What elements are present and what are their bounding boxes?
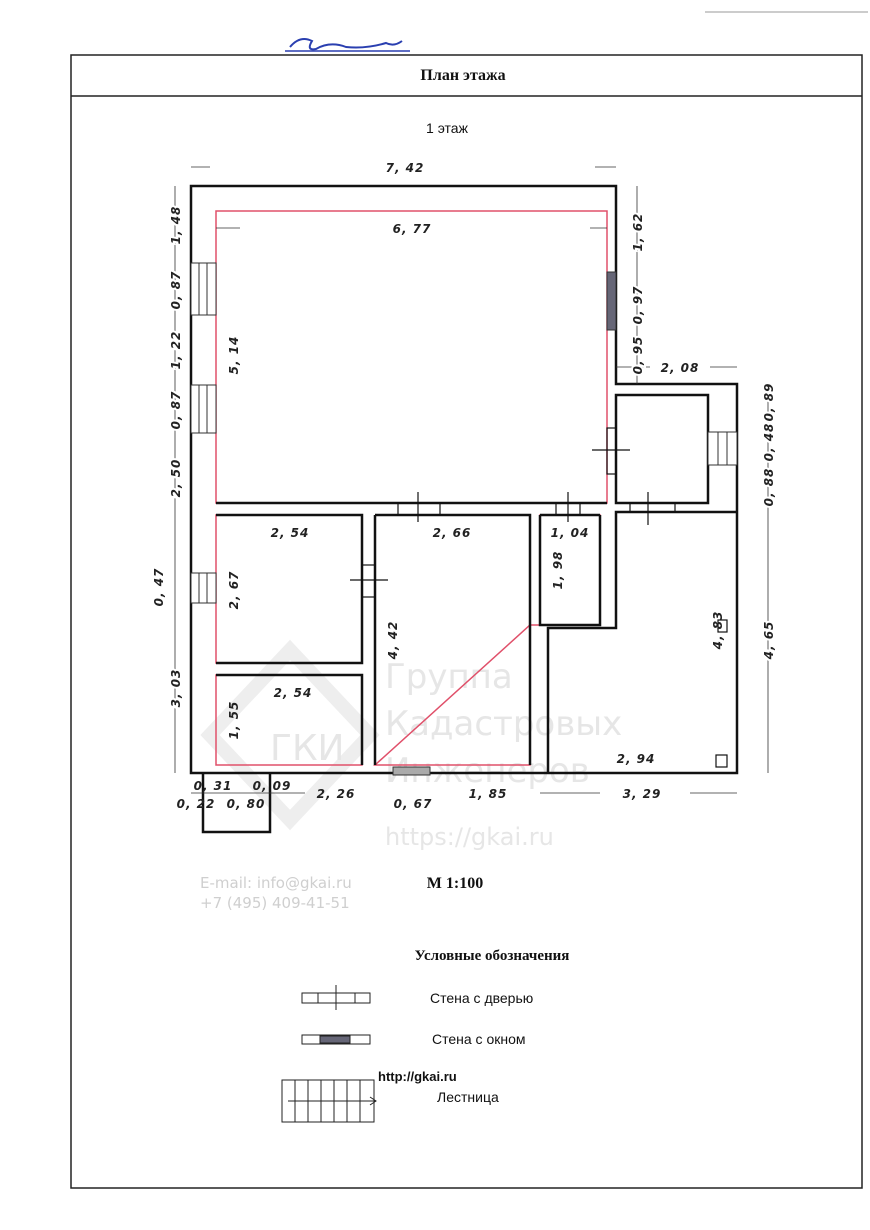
dim-label: 3, 03 [169,669,183,708]
legend-item-window: Стена с окном [432,1031,526,1047]
dimension-labels: 7, 42 6, 77 5, 14 1, 48 0, 87 1, 22 0, 8… [152,161,778,811]
door-icon [350,564,388,598]
dim-label: 0, 87 [169,271,183,310]
dim-label: 0, 48 [762,423,776,462]
legend-item-stairs: Лестница [437,1089,499,1105]
dim-label: 2, 26 [317,787,356,801]
page-frame [70,54,863,1189]
watermark-phone: +7 (495) 409-41-51 [200,894,350,912]
dim-label: 0, 47 [152,568,166,607]
dim-label: 2, 67 [227,571,241,610]
dim-label: 2, 54 [271,526,310,540]
page-title: План этажа [420,67,505,84]
watermark-email: E-mail: info@gkai.ru [200,874,352,892]
dim-label: 2, 50 [169,459,183,498]
dim-label: 0, 80 [227,797,266,811]
walls [189,184,739,834]
door-icon [592,427,630,475]
watermark-line: Кадастровых [385,704,622,744]
dim-label: 1, 85 [469,787,508,801]
legend-title: Условные обозначения [415,948,570,964]
legend-link[interactable]: http://gkai.ru [378,1069,457,1084]
dim-label: 4, 65 [762,621,776,661]
window-legend-icon [301,1034,371,1045]
dim-label: 0, 95 [631,336,645,375]
dim-label: 0, 87 [169,391,183,430]
dim-label: 0, 22 [177,797,216,811]
watermark-url: https://gkai.ru [385,823,554,851]
dim-label: 2, 54 [274,686,313,700]
door-icon [629,492,676,525]
floor-label: 1 этаж [426,120,469,136]
window-icon [190,572,217,604]
watermark-logo: ГКИ [270,728,344,769]
dim-label: 3, 29 [623,787,662,801]
watermark-line: Группа [385,657,513,697]
dim-label: 1, 62 [631,213,645,252]
dim-label: 1, 22 [169,331,183,370]
stairs-legend-icon [281,1079,377,1123]
dim-label: 5, 14 [227,336,241,375]
window-icon [707,431,738,466]
door-icon [397,492,441,522]
dim-label: 6, 77 [393,222,432,236]
door-legend-icon [301,985,371,1010]
scale-label: М 1:100 [427,875,483,892]
dimension-lines [174,166,769,794]
dim-label: 4, 83 [711,611,725,651]
dim-label: 4, 42 [386,621,400,661]
dim-label: 0, 97 [631,286,645,325]
window-icon [606,271,617,331]
window-icon [190,384,217,434]
door-icon [555,492,581,522]
dim-label: 1, 55 [227,701,241,740]
dim-label: 2, 66 [433,526,472,540]
legend-item-door: Стена с дверью [430,990,533,1006]
windows [190,262,738,776]
dim-label: 2, 08 [661,361,700,375]
dim-label: 0, 88 [762,468,776,507]
door-icon [715,619,728,768]
dim-label: 7, 42 [386,161,425,175]
dim-label: 1, 98 [551,551,565,590]
legend: Условные обозначения Стена с дверью Стен… [281,948,570,1123]
dim-label: 0, 67 [394,797,433,811]
dim-label: 1, 04 [551,526,590,540]
window-icon [190,262,217,316]
window-icon [392,766,431,776]
doors [350,427,728,768]
dim-label: 2, 94 [617,752,656,766]
dim-label: 0, 09 [253,779,292,793]
dim-label: 1, 48 [169,206,183,245]
dim-label: 0, 89 [762,383,776,422]
signature [289,38,403,51]
dim-label: 0, 31 [194,779,233,793]
